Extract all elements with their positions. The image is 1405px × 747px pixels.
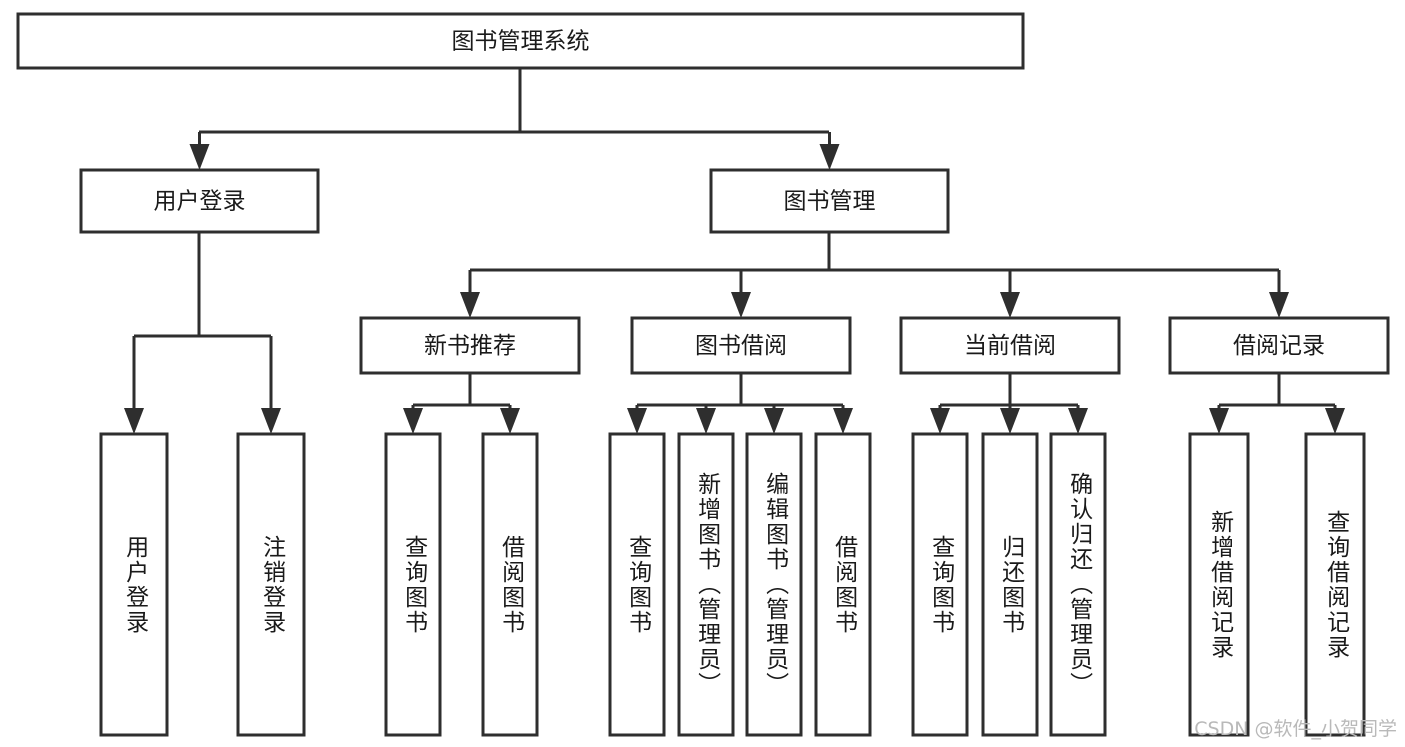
connector-new-book-rail (413, 373, 510, 407)
arrow-root-to-l2_1 (819, 132, 840, 170)
connector-root-rail (199, 68, 829, 134)
node-box-leaf_1[interactable] (236, 432, 306, 737)
connector-layer (124, 68, 1345, 434)
node-box-l3_3[interactable] (1168, 316, 1390, 375)
connector-user-login-rail (134, 232, 271, 338)
arrow-l3_2-to-leaf_8 (930, 405, 950, 434)
arrow-l3_1-to-leaf_5 (696, 405, 716, 434)
arrow-l2_1-to-l3_3 (1269, 270, 1289, 318)
node-box-l3_0[interactable] (359, 316, 581, 375)
arrow-l3_3-to-leaf_12 (1325, 405, 1345, 434)
arrow-l2_0-to-leaf_1 (261, 336, 281, 434)
node-box-l3_1[interactable] (630, 316, 852, 375)
node-label-l2_1: 图书管理 (784, 189, 876, 215)
connector-borrow-rail (637, 373, 843, 407)
node-box-layer (16, 12, 1390, 737)
node-label-root: 图书管理系统 (452, 29, 590, 55)
node-box-leaf_12[interactable] (1304, 432, 1366, 737)
node-box-leaf_7[interactable] (814, 432, 872, 737)
node-label-l2_0: 用户登录 (154, 189, 246, 215)
node-box-leaf_11[interactable] (1188, 432, 1250, 737)
arrow-l3_0-to-leaf_2 (403, 405, 423, 434)
node-box-leaf_4[interactable] (608, 432, 666, 737)
node-box-root[interactable] (16, 12, 1025, 70)
node-box-l2_0[interactable] (79, 168, 320, 234)
node-box-l2_1[interactable] (709, 168, 950, 234)
node-box-leaf_9[interactable] (981, 432, 1039, 737)
arrow-l3_2-to-leaf_9 (1000, 405, 1020, 434)
arrow-l2_1-to-l3_0 (460, 270, 480, 318)
arrow-l3_0-to-leaf_3 (500, 405, 520, 434)
arrow-l3_3-to-leaf_11 (1209, 405, 1229, 434)
node-label-l3_2: 当前借阅 (964, 333, 1056, 359)
arrow-l3_1-to-leaf_4 (627, 405, 647, 434)
node-label-l3_3: 借阅记录 (1233, 333, 1325, 359)
csdn-watermark: CSDN @软件_小贺同学 (1194, 718, 1397, 740)
arrow-l2_1-to-l3_2 (1000, 270, 1020, 318)
node-box-l3_2[interactable] (899, 316, 1121, 375)
arrow-root-to-l2_0 (189, 132, 210, 170)
node-box-leaf_2[interactable] (384, 432, 442, 737)
arrow-l2_0-to-leaf_0 (124, 336, 144, 434)
node-box-leaf_10[interactable] (1049, 432, 1107, 737)
connector-record-rail (1219, 373, 1335, 407)
arrow-l3_2-to-leaf_10 (1068, 405, 1088, 434)
node-box-leaf_8[interactable] (911, 432, 969, 737)
arrow-l3_1-to-leaf_6 (764, 405, 784, 434)
node-box-leaf_5[interactable] (677, 432, 735, 737)
node-label-l3_1: 图书借阅 (695, 333, 787, 359)
node-box-leaf_3[interactable] (481, 432, 539, 737)
connector-book-mgmt-rail (470, 232, 1279, 272)
connector-current-rail (940, 373, 1078, 407)
node-box-leaf_6[interactable] (745, 432, 803, 737)
arrow-l2_1-to-l3_1 (731, 270, 751, 318)
arrow-l3_1-to-leaf_7 (833, 405, 853, 434)
node-label-l3_0: 新书推荐 (424, 333, 516, 359)
node-box-leaf_0[interactable] (99, 432, 169, 737)
